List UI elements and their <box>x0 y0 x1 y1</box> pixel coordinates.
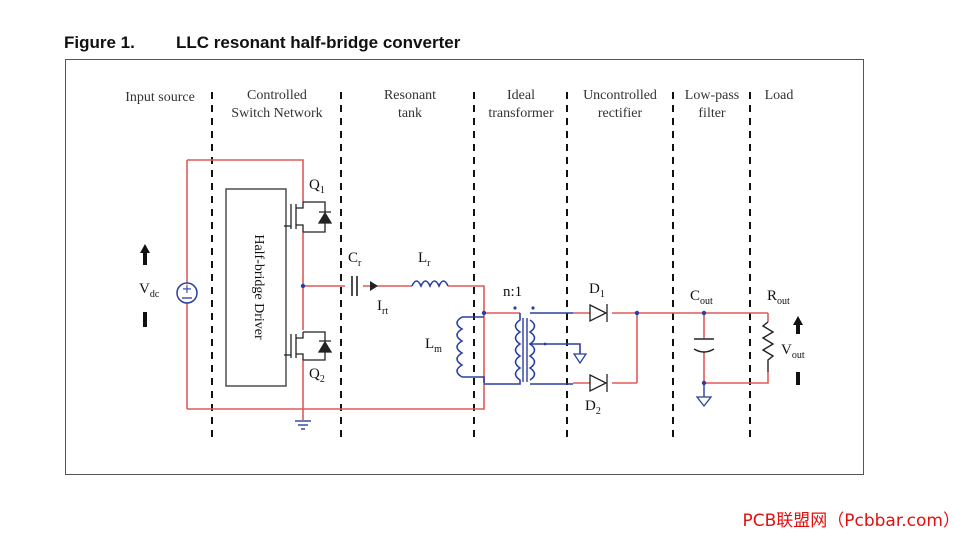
driver-label: Half-bridge Driver <box>251 234 266 340</box>
dot-primary <box>513 306 517 310</box>
label-main: D <box>585 398 596 414</box>
stage-label: Ideal <box>507 88 535 103</box>
stage-label: Low-pass <box>684 88 740 103</box>
label-main: L <box>425 336 435 352</box>
label-vout: Vout <box>781 342 805 361</box>
label-turns-ratio: n:1 <box>503 284 523 300</box>
label-main: C <box>690 288 701 304</box>
label-sub: out <box>791 350 805 361</box>
junction-mid <box>300 283 306 289</box>
stage-low-pass-filter: Low-pass filter <box>674 87 750 123</box>
label-main: L <box>418 250 428 266</box>
label-main: I <box>377 298 382 314</box>
label-main: Q <box>309 177 320 193</box>
label-sub: out <box>700 296 713 307</box>
stage-resonant-tank: Resonant tank <box>350 87 470 123</box>
stage-label-2: rectifier <box>597 106 643 121</box>
figure-title: Figure 1. LLC resonant half-bridge conver… <box>64 33 460 53</box>
label-main: R <box>767 288 778 304</box>
bottom-rail <box>187 313 485 410</box>
dot-secondary <box>531 306 535 310</box>
label-lr: Lr <box>418 250 431 269</box>
label-sub: r <box>358 258 362 269</box>
stage-label-2: transformer <box>488 106 554 121</box>
junction-a <box>481 310 487 316</box>
stage-rectifier: Uncontrolled rectifier <box>568 87 672 123</box>
label-sub: out <box>777 296 790 307</box>
diagram-frame <box>65 59 864 475</box>
stage-label-2: filter <box>698 106 726 121</box>
d2-diode-icon <box>589 373 608 393</box>
figure-number: Figure 1. <box>64 33 135 52</box>
label-main: V <box>781 342 792 358</box>
rout-resistor-icon <box>761 321 775 372</box>
driver-box <box>225 188 287 387</box>
label-sub: 2 <box>319 374 325 385</box>
label-sub: 1 <box>599 289 605 300</box>
label-rout: Rout <box>767 288 790 307</box>
q1-mosfet-icon <box>284 201 333 233</box>
label-d1: D1 <box>589 281 605 300</box>
stage-label: Load <box>764 88 794 103</box>
stage-input-source: Input source <box>110 89 210 107</box>
cr-capacitor-icon <box>351 276 358 296</box>
stage-label: Uncontrolled <box>583 88 657 103</box>
primary-winding <box>484 313 522 385</box>
label-irt: Irt <box>377 298 388 317</box>
label-sub: rt <box>382 306 389 317</box>
secondary-ground-icon <box>572 353 588 365</box>
transformer-core <box>522 318 528 382</box>
magnetics <box>411 280 581 385</box>
stage-label: Input source <box>125 90 195 105</box>
vdc-source-icon: + <box>176 282 198 304</box>
junctions <box>300 283 707 386</box>
vdc-arrow-icon <box>140 244 150 327</box>
stage-label: Resonant <box>383 88 437 103</box>
label-main: D <box>589 281 600 297</box>
load-bottom <box>703 352 769 384</box>
label-sub: 1 <box>319 185 325 196</box>
irt-arrow-icon <box>370 281 378 291</box>
lr-winding <box>411 280 449 288</box>
label-cout: Cout <box>690 288 713 307</box>
label-d2: D2 <box>585 398 601 417</box>
stage-label-2: tank <box>397 106 423 121</box>
label-sub: dc <box>149 289 160 300</box>
ground-icon <box>295 420 311 430</box>
label-main: C <box>348 250 359 266</box>
figure-caption: LLC resonant half-bridge converter <box>176 33 461 52</box>
label-lm: Lm <box>425 336 442 355</box>
label-q2: Q2 <box>309 366 325 385</box>
junction-c <box>701 310 707 316</box>
svg-text:+: + <box>182 282 193 297</box>
vout-arrow-icon <box>793 316 803 385</box>
polarity-dots <box>513 306 547 346</box>
label-sub: 2 <box>595 406 601 417</box>
stage-label: Controlled <box>247 88 307 103</box>
stage-ideal-transformer: Ideal transformer <box>476 87 566 123</box>
lm-winding <box>456 316 485 383</box>
secondary-winding <box>528 312 581 385</box>
label-q1: Q1 <box>309 177 325 196</box>
cout-capacitor-icon <box>693 338 715 353</box>
d1-diode-icon <box>589 303 608 323</box>
stage-label-2: Switch Network <box>231 106 323 121</box>
lr-to-node <box>448 285 485 313</box>
watermark: PCB联盟网（Pcbbar.com） <box>742 511 960 531</box>
top-rail <box>187 159 304 202</box>
label-main: Q <box>309 366 320 382</box>
output-ground-icon <box>695 396 713 408</box>
label-cr: Cr <box>348 250 361 269</box>
label-main: V <box>139 281 150 297</box>
q2-mosfet-icon <box>284 331 333 361</box>
label-sub: m <box>434 344 442 355</box>
label-vdc: Vdc <box>139 281 159 300</box>
junction-b <box>634 310 640 316</box>
dot-secondary-mid <box>543 342 547 346</box>
stage-load: Load <box>754 87 804 105</box>
label-sub: r <box>427 258 431 269</box>
stage-dividers <box>211 92 751 438</box>
